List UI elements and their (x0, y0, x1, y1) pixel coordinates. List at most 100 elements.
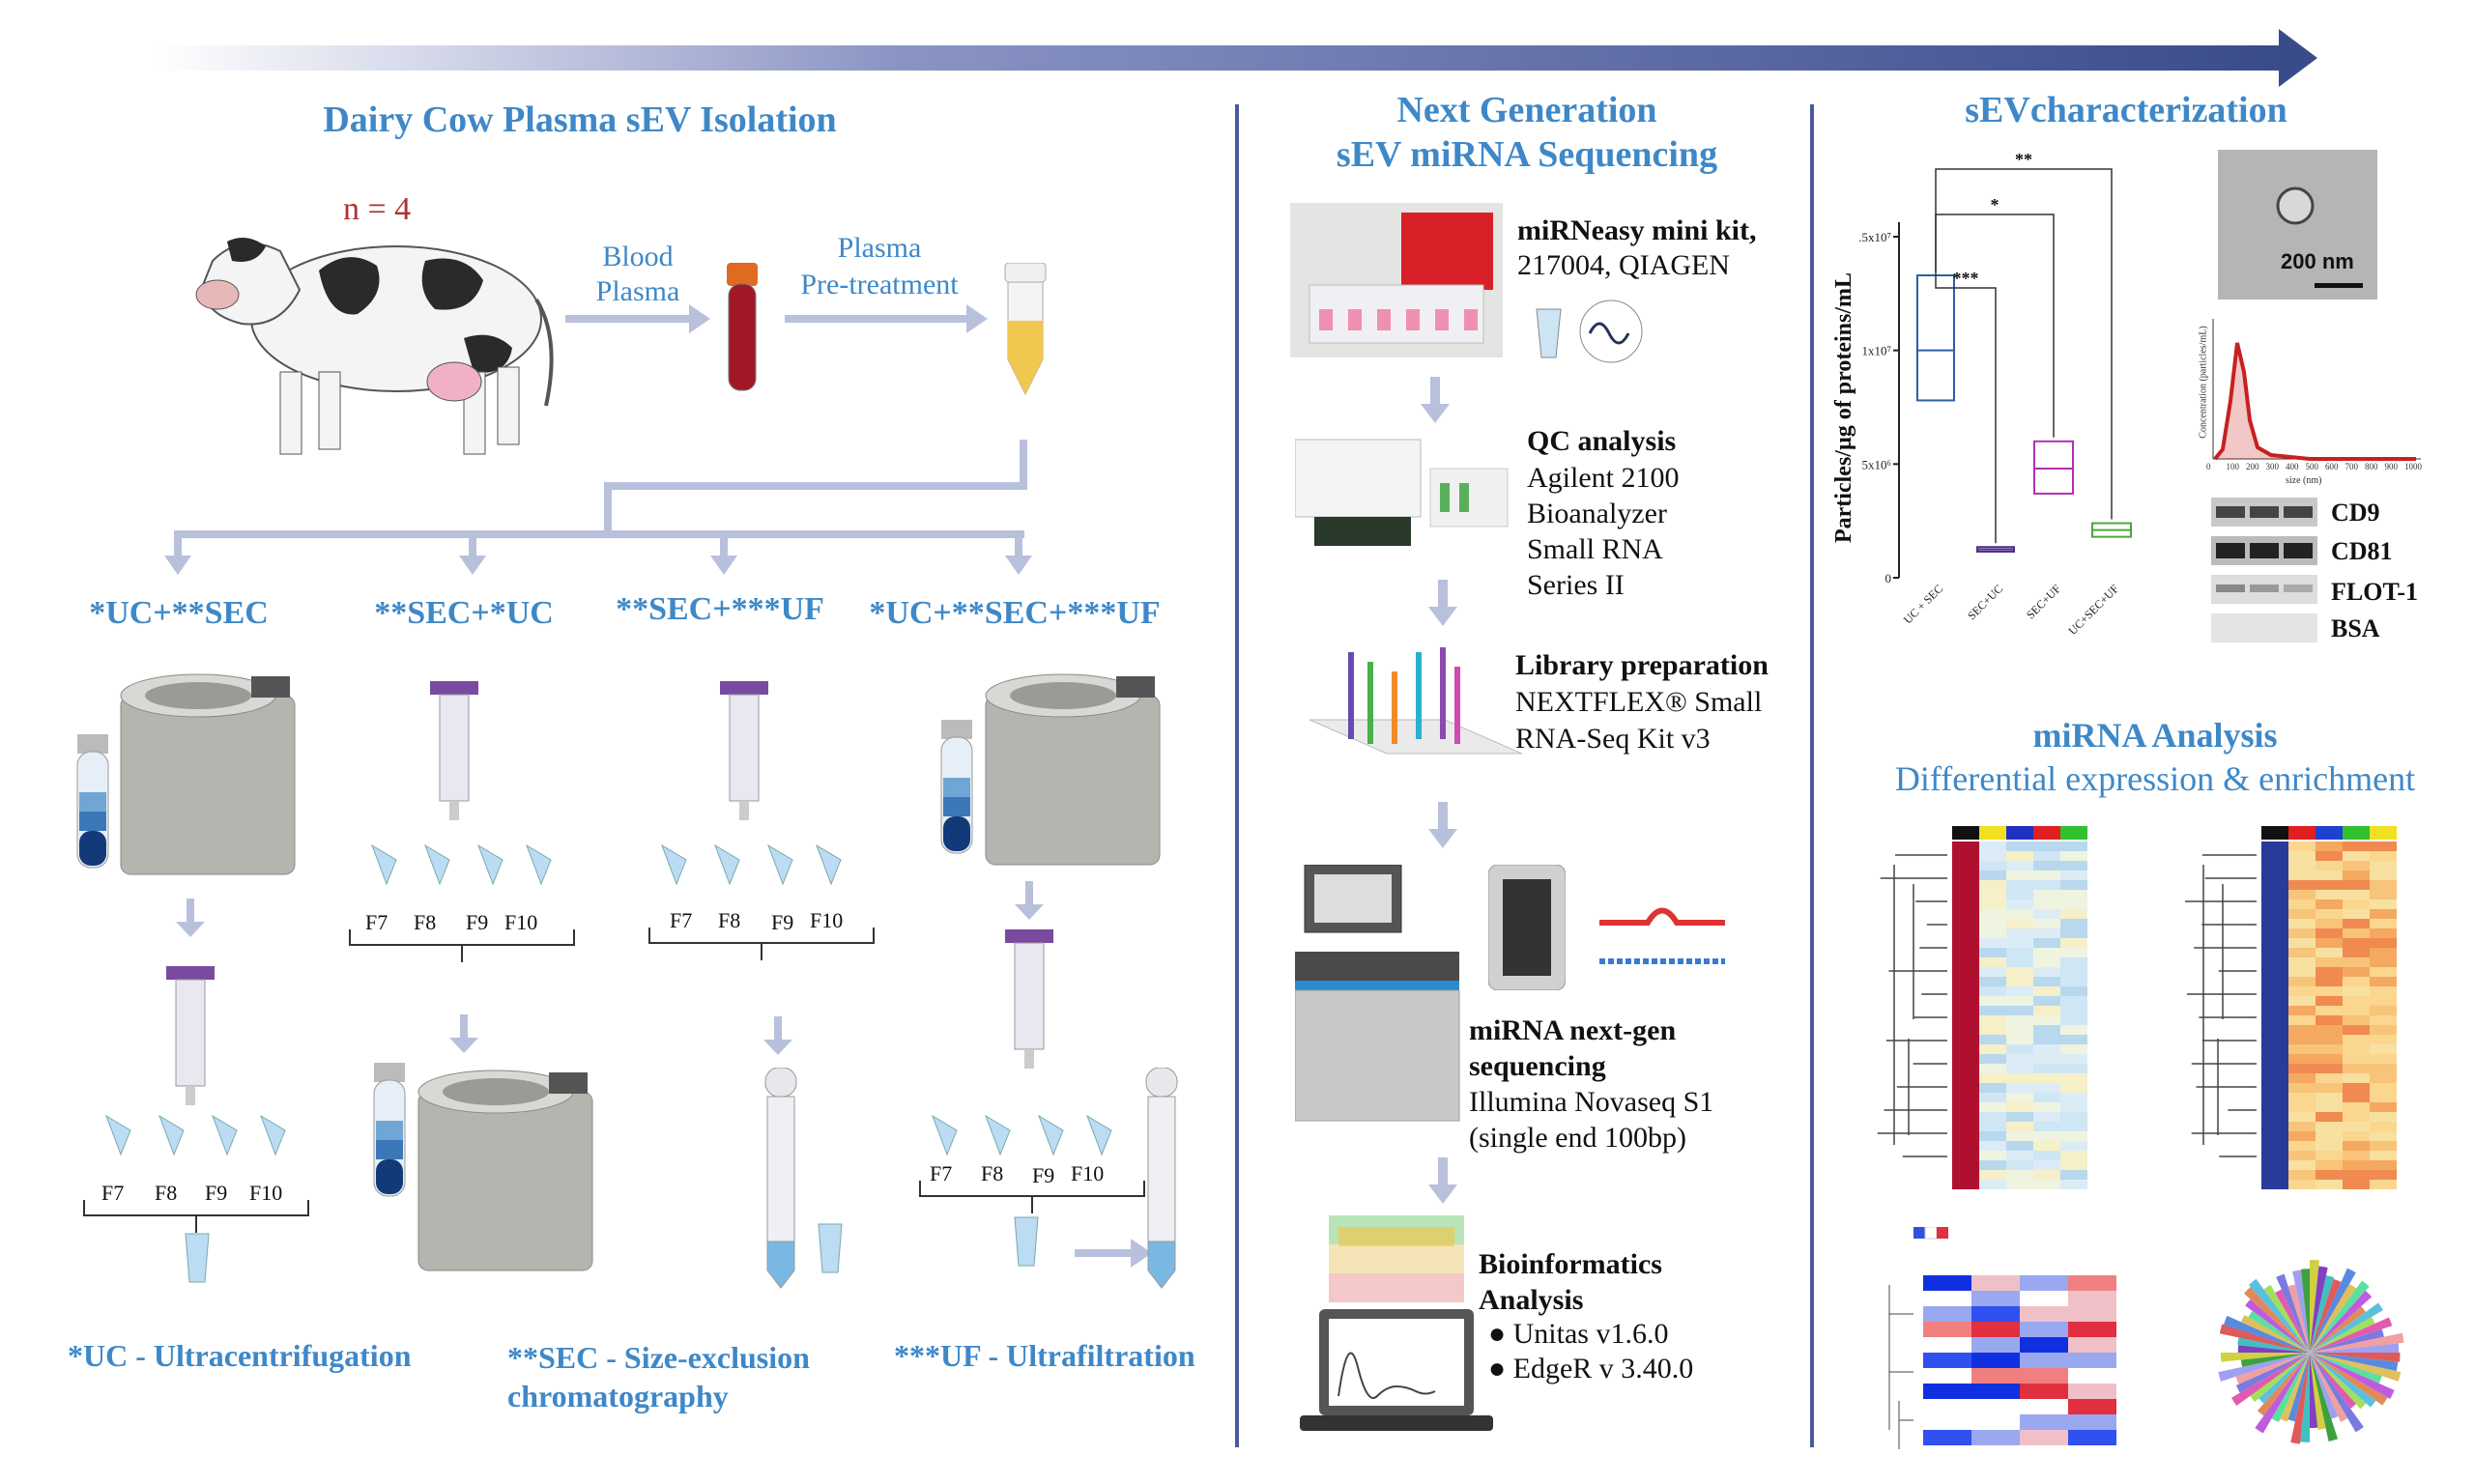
heatmap-cell (2033, 1083, 2060, 1093)
heatmap-cell (2343, 851, 2370, 861)
tem-image (2218, 150, 2377, 300)
pie-slice (2310, 1343, 2400, 1353)
heatmap-cell (1979, 861, 2006, 870)
heatmap-cell (2261, 870, 2288, 880)
heatmap-cell (1952, 1035, 1979, 1044)
pie-slice (2310, 1353, 2376, 1408)
heatmap-cell (2343, 1025, 2370, 1035)
heatmap-cell (2006, 1015, 2033, 1025)
heatmap-cell (2060, 1073, 2087, 1083)
pie-slice (2263, 1284, 2310, 1353)
pie-slice (2237, 1337, 2310, 1353)
down-arrow-col1 (176, 899, 205, 937)
heatmap-cell (2006, 919, 2033, 928)
heatmap-cell (2288, 938, 2316, 948)
pie-slice (2310, 1332, 2404, 1353)
heatmap-cell (2033, 1160, 2060, 1170)
heatmap-cell (2060, 1025, 2087, 1035)
fraction-f9: F9 (466, 910, 489, 934)
heatmap-cell (2288, 957, 2316, 967)
heatmap-cell (2316, 1054, 2343, 1064)
heatmap-cell (2288, 909, 2316, 919)
heatmap-cell (2343, 977, 2370, 986)
fraction-tubes-col3 (661, 843, 842, 886)
heatmap-cell (2261, 977, 2288, 986)
heatmap-cell (2288, 1006, 2316, 1015)
pooled-tube-col1 (185, 1233, 210, 1283)
heatmap-cell (1923, 1384, 1971, 1399)
heatmap-cell (2316, 1122, 2343, 1131)
heatmap-cell (1979, 919, 2006, 928)
heatmap-cell (1952, 1112, 1979, 1122)
heatmap-cell (2370, 996, 2397, 1006)
heatmap-cell (2343, 1093, 2370, 1102)
heatmap-cell (1952, 1064, 1979, 1073)
heatmap-cell (2316, 1064, 2343, 1073)
pie-slice (2219, 1324, 2310, 1353)
heatmap-cell (2343, 1170, 2370, 1180)
heatmap-header-cell (2288, 826, 2316, 840)
heatmap-cell (2288, 1035, 2316, 1044)
heatmap-cell (2033, 861, 2060, 870)
pie-slice (2310, 1283, 2357, 1353)
heatmap-cell (2060, 899, 2087, 909)
heatmap-cell (2288, 919, 2316, 928)
heatmap-cell (2316, 851, 2343, 861)
heatmap-cell (2343, 1054, 2370, 1064)
bracket-col4 (919, 1181, 1145, 1213)
pie-slice (2257, 1353, 2310, 1416)
pie-slice (2276, 1273, 2310, 1353)
heatmap-cell (2006, 870, 2033, 880)
pie-slice (2290, 1353, 2310, 1444)
heatmap-cell (1979, 986, 2006, 996)
heatmap-cell (2370, 851, 2397, 861)
heatmap-cell (2316, 1141, 2343, 1151)
step-sequencing-text: Illumina Novaseq S1 (single end 100bp) (1469, 1086, 1714, 1154)
rna-tube-icon (1536, 300, 1643, 363)
heatmap-cell (2006, 1122, 2033, 1131)
down-arrow-col2 (449, 1014, 478, 1053)
pie-slice (2250, 1353, 2310, 1403)
heatmap-cell (2288, 1044, 2316, 1054)
heatmap-cell (2006, 1025, 2033, 1035)
heatmap-cell (2006, 899, 2033, 909)
pie-slice (2310, 1353, 2357, 1410)
heatmap-cell (2006, 1141, 2033, 1151)
step-qc-text: Agilent 2100 Bioanalyzer Small RNA Serie… (1527, 462, 1680, 601)
color-key-low (1913, 1227, 1925, 1239)
heatmap-cell (2261, 996, 2288, 1006)
heatmap-cell (1952, 1180, 1979, 1189)
heatmap-cell (1979, 1151, 2006, 1160)
pie-slice (2310, 1290, 2373, 1353)
heatmap-cell (1952, 880, 1979, 890)
heatmap-cell (2033, 1112, 2060, 1122)
heatmap-cell (1952, 1054, 1979, 1064)
heatmap-cell (2316, 1160, 2343, 1170)
heatmap-header-cell (2261, 826, 2288, 840)
heatmap-cell (2370, 1015, 2397, 1025)
rna-kit-image (1290, 203, 1503, 357)
analysis-subtitle: Differential expression & enrichment (1894, 759, 2416, 798)
fraction-f10: F10 (504, 910, 538, 934)
tool-edger: EdgeR v 3.40.0 (1512, 1353, 1694, 1384)
fraction-f10: F10 (1071, 1161, 1105, 1185)
heatmap-cell (2068, 1430, 2116, 1445)
heatmap-cell (2033, 919, 2060, 928)
fraction-f7: F7 (365, 910, 388, 934)
pie-slice (2287, 1353, 2310, 1422)
heatmap-cell (2370, 1141, 2397, 1151)
heatmap-cell (2316, 909, 2343, 919)
heatmap-cell (1952, 986, 1979, 996)
heatmap-cell (2060, 1160, 2087, 1170)
step-library-title: Library preparation (1515, 649, 1769, 681)
heatmap-cell (2060, 986, 2087, 996)
heatmap-cell (2261, 1073, 2288, 1083)
heatmap-cell (2288, 851, 2316, 861)
heatmap-cell (2006, 957, 2033, 967)
heatmap-cell (2020, 1353, 2068, 1368)
heatmap-cell (2033, 1151, 2060, 1160)
heatmap-cell (1952, 1160, 1979, 1170)
heatmap-cell (1979, 1112, 2006, 1122)
heatmap-cell (2370, 1025, 2397, 1035)
heatmap-cell (2316, 986, 2343, 996)
